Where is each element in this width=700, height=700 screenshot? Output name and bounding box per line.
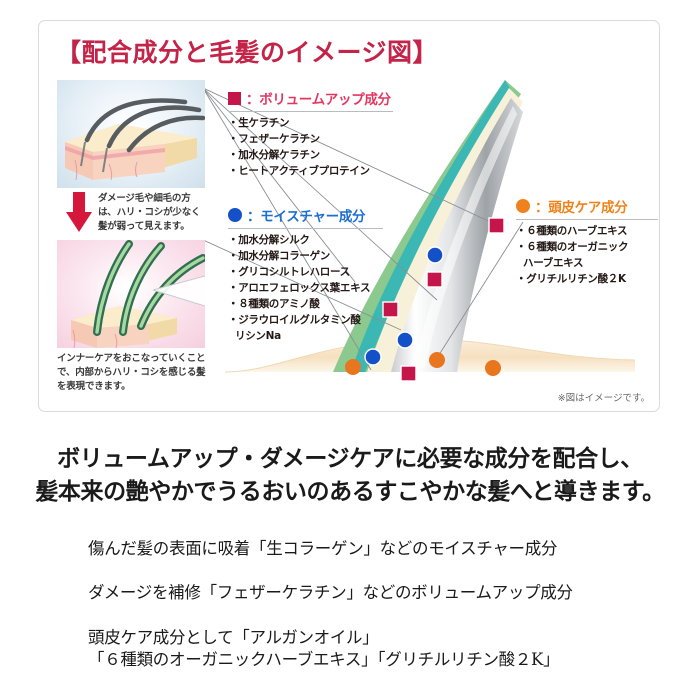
list-item: ・グリコシルトレハロース: [228, 265, 350, 278]
benefit-line1: 頭皮ケア成分として「アルガンオイル」: [88, 627, 379, 647]
legend-volume-title: ：ボリュームアップ成分: [246, 92, 391, 108]
list-item: 傷んだ髪の表面に吸着「生コラーゲン」などのモイスチャー成分: [88, 538, 668, 560]
damaged-hair-illustration: [57, 80, 205, 188]
legend-volume-items: ・生ケラチン ・フェザーケラチン ・加水分解ケラチン ・ヒートアクティブプロテイ…: [228, 116, 393, 180]
lead-copy-line2: 髪本来の艶やかでうるおいのあるすこやかな髪へと導きます。: [35, 477, 665, 505]
legend-divider: [516, 219, 658, 220]
list-item-cont: リシンNa: [235, 329, 281, 342]
figure-title: 【配合成分と毛髪のイメージ図】: [56, 38, 439, 67]
figure-note: ※図はイメージです。: [557, 393, 650, 404]
down-arrow-icon: [66, 192, 92, 232]
legend-scalp-items: ・６種類のハーブエキス ・６種類のオーガニック ハーブエキス ・グリチルリチン酸…: [516, 224, 658, 288]
legend-divider: [228, 111, 393, 112]
benefit-list: 傷んだ髪の表面に吸着「生コラーゲン」などのモイスチャー成分 ダメージを補修「フェ…: [88, 538, 668, 693]
list-item: ・加水分解コラーゲン: [228, 249, 330, 262]
legend-scalp-care: ：頭皮ケア成分 ・６種類のハーブエキス ・６種類のオーガニック ハーブエキス ・…: [516, 196, 658, 288]
healthy-hair-illustration: [57, 240, 205, 348]
red-square-marker-icon: [382, 217, 505, 382]
list-item: ・ジラウロイルグルタミン酸: [228, 313, 361, 326]
list-item: ダメージを補修「フェザーケラチン」などのボリュームアップ成分: [88, 582, 668, 604]
healthy-hair-caption: インナーケアをおこなっていくことで、内部からハリ・コシを感じる髪を表現できます。: [57, 353, 206, 393]
list-item: ・フェザーケラチン: [228, 132, 320, 145]
list-item: ・グリチルリチン酸２K: [516, 272, 626, 285]
list-item: ・生ケラチン: [228, 117, 290, 129]
legend-moisture: ：モイスチャー成分 ・加水分解シルク ・加水分解コラーゲン ・グリコシルトレハロ…: [228, 205, 383, 345]
legend-moisture-title: ：モイスチャー成分: [247, 209, 366, 225]
orange-circle-marker-icon: [345, 352, 501, 376]
list-item: 頭皮ケア成分として「アルガンオイル」 「６種類のオーガニックハーブエキス」「グリ…: [88, 627, 668, 672]
benefit-line1: ダメージを補修「フェザーケラチン」などのボリュームアップ成分: [88, 583, 573, 603]
hair-shaft-cross-section: [205, 72, 660, 392]
list-item: ・８種類のアミノ酸: [228, 297, 320, 310]
legend-scalp-title: ：頭皮ケア成分: [535, 200, 628, 216]
benefit-line2: 「６種類のオーガニックハーブエキス」「グリチルリチン酸２K」: [88, 649, 560, 669]
list-item-cont: ハーブエキス: [523, 256, 584, 269]
lead-copy-line1: ボリュームアップ・ダメージケアに必要な成分を配合し、: [57, 445, 643, 472]
legend-moisture-items: ・加水分解シルク ・加水分解コラーゲン ・グリコシルトレハロース ・アロエフェロ…: [228, 233, 383, 345]
list-item: ・ヒートアクティブプロテイン: [228, 164, 370, 177]
list-item: ・加水分解シルク: [228, 234, 310, 246]
list-item: ・加水分解ケラチン: [228, 148, 320, 161]
damaged-hair-caption: ダメージ毛や細毛の方は、ハリ・コシが少なく髪が弱って見えます。: [98, 193, 201, 233]
legend-volume-up: ：ボリュームアップ成分 ・生ケラチン ・フェザーケラチン ・加水分解ケラチン ・…: [228, 88, 393, 180]
list-item: ・６種類のオーガニック: [516, 240, 629, 253]
list-item: ・アロエフェロックス葉エキス: [228, 281, 371, 294]
orange-circle-marker-icon: [516, 199, 530, 213]
benefit-line1: 傷んだ髪の表面に吸着「生コラーゲン」などのモイスチャー成分: [88, 539, 558, 558]
red-square-marker-icon: [228, 91, 241, 105]
legend-divider: [228, 228, 383, 229]
lead-copy: ボリュームアップ・ダメージケアに必要な成分を配合し、 髪本来の艶やかでうるおいの…: [0, 443, 700, 508]
blue-circle-marker-icon: [364, 246, 444, 366]
blue-circle-marker-icon: [228, 208, 242, 222]
list-item: ・６種類のハーブエキス: [516, 225, 628, 237]
